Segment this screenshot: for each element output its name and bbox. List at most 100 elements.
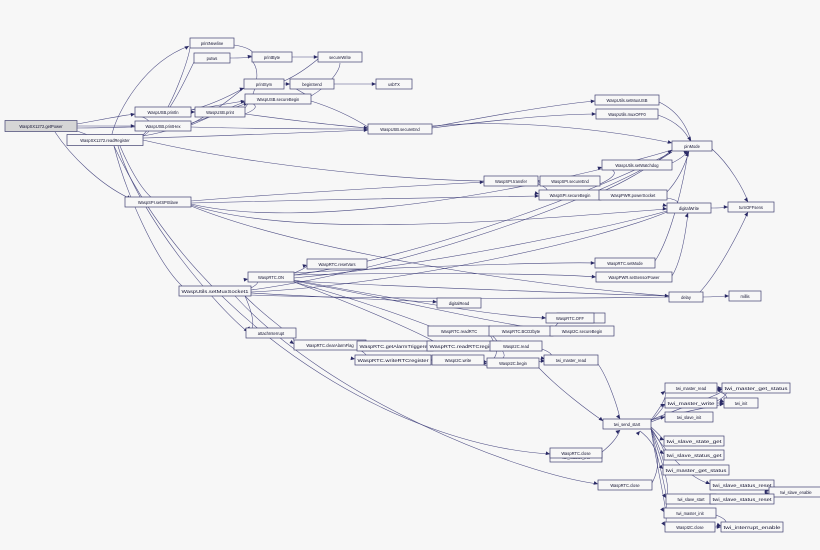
graph-node-waspsx1272-readregister[interactable]: WaspSX1272.readRegister [66, 134, 144, 146]
graph-node-wasprtc-readrtc[interactable]: WaspRTC.readRTC [427, 325, 491, 337]
node-box[interactable] [598, 189, 668, 201]
node-box[interactable] [489, 340, 543, 352]
node-box[interactable] [671, 140, 713, 152]
graph-node-twi-master-init[interactable]: twi_master_init [663, 507, 717, 519]
node-box[interactable] [545, 312, 595, 324]
graph-node-twi-master-get-status[interactable]: twi_master_get_status [662, 464, 730, 476]
node-box[interactable] [486, 357, 540, 369]
node-box[interactable] [245, 327, 297, 339]
graph-node-waspusb-println[interactable]: WaspUSB.println [134, 106, 192, 118]
node-box[interactable] [189, 37, 235, 49]
graph-node-waspsx1272-getpower[interactable]: WaspSX1272.getPower [4, 120, 78, 132]
node-box[interactable] [134, 120, 192, 132]
graph-node-twi-interrupt-enable[interactable]: twi_interrupt_enable [720, 521, 784, 533]
node-box[interactable] [306, 258, 368, 270]
node-box[interactable] [194, 106, 246, 118]
node-box[interactable] [134, 106, 192, 118]
graph-node-securewrite[interactable]: secureWrite [317, 51, 363, 63]
node-box[interactable] [543, 354, 599, 366]
graph-node-twi-master-read[interactable]: twi_master_read [543, 354, 599, 366]
graph-node-waspi2c-begin[interactable]: WaspI2C.begin [486, 357, 540, 369]
node-box[interactable] [597, 479, 653, 491]
node-box[interactable] [436, 297, 482, 309]
node-box[interactable] [354, 354, 432, 366]
graph-node-wasprtc-off[interactable]: WaspRTC.OFF [545, 312, 595, 324]
graph-node-twi-slave-status-get[interactable]: twi_slave_status_get [663, 449, 725, 461]
node-box[interactable] [663, 449, 725, 461]
graph-node-wasprtc-resetvars[interactable]: WaspRTC.resetVars [306, 258, 368, 270]
graph-node-wasputils-muxoff0[interactable]: WaspUtils.muxOFF0 [595, 108, 659, 120]
graph-node-waspusb-printhex[interactable]: WaspUSB.printHex [134, 120, 192, 132]
graph-node-usbtx[interactable]: usbTX [375, 78, 413, 90]
node-box[interactable] [251, 51, 293, 63]
node-box[interactable] [549, 325, 615, 337]
graph-node-turnoffsens[interactable]: turnOFFsens [727, 201, 775, 213]
node-box[interactable] [594, 94, 660, 106]
graph-node-twi-slave-status-reset[interactable]: twi_slave_status_reset [709, 479, 775, 491]
graph-node-waspspi-secureend[interactable]: WaspSPI.secureEnd [539, 175, 601, 187]
graph-node-putws[interactable]: putws [193, 52, 231, 64]
node-box[interactable] [728, 290, 762, 302]
graph-node-waspi2c-securebegin[interactable]: WaspI2C.secureBegin [549, 325, 615, 337]
graph-node-waspspi-transfer[interactable]: WaspSPI.transfer [483, 175, 539, 187]
graph-node-twi-slave-start[interactable]: twi_slave_start [665, 493, 717, 505]
node-box[interactable] [317, 51, 363, 63]
node-box[interactable] [666, 202, 712, 214]
graph-node-waspi2c-write[interactable]: WaspI2C.write [431, 354, 485, 366]
node-box[interactable] [721, 382, 791, 394]
graph-node-beginsend[interactable]: beginSend [289, 78, 335, 90]
graph-node-wasputils-setwatchdog[interactable]: WaspUtils.setWatchdog [601, 159, 673, 171]
graph-node-wasprtc-clearalarmflag[interactable]: WaspRTC.clearAlarmFlag [293, 339, 367, 351]
graph-node-wasprtc-close[interactable]: WaspRTC.close [597, 479, 653, 491]
graph-node-waspspi-securebegin[interactable]: WaspSPI.secureBegin [538, 189, 602, 201]
graph-node-twi-send-start[interactable]: twi_send_start [602, 418, 652, 430]
graph-node-wasprtc-bcd2byte[interactable]: WaspRTC.BCD2byte [488, 325, 554, 337]
graph-node-digitalwrite[interactable]: digitalWrite [666, 202, 712, 214]
node-box[interactable] [595, 271, 673, 283]
graph-node-twi-master-write[interactable]: twi_master_write [664, 397, 718, 409]
node-box[interactable] [247, 271, 295, 283]
graph-node-wasprtc-on[interactable]: WaspRTC.ON [247, 271, 295, 283]
graph-node-twi-master-get-status[interactable]: twi_master_get_status [721, 382, 791, 394]
node-box[interactable] [431, 354, 485, 366]
node-box[interactable] [193, 52, 231, 64]
graph-node-wasprtc-writertcregister[interactable]: WaspRTC.writeRTCregister [354, 354, 432, 366]
node-box[interactable] [427, 325, 491, 337]
graph-node-printnewline[interactable]: printNewline [189, 37, 235, 49]
node-box[interactable] [602, 418, 652, 430]
node-box[interactable] [727, 201, 775, 213]
node-box[interactable] [178, 285, 252, 297]
node-box[interactable] [538, 189, 602, 201]
node-box[interactable] [663, 507, 717, 519]
node-box[interactable] [709, 493, 775, 505]
graph-node-twi-slave-enable[interactable]: twi_slave_enable [768, 486, 820, 498]
graph-node-waspusb-secureend[interactable]: WaspUSB.secureEnd [367, 123, 433, 135]
node-box[interactable] [663, 435, 725, 447]
graph-node-twi-slave-init[interactable]: twi_slave_init [664, 411, 714, 423]
node-box[interactable] [668, 291, 704, 303]
graph-node-twi-slave-state-get[interactable]: twi_slave_state_get [663, 435, 725, 447]
node-box[interactable] [662, 464, 730, 476]
node-box[interactable] [66, 134, 144, 146]
graph-node-waspi2c-read[interactable]: WaspI2C.read [489, 340, 543, 352]
node-box[interactable] [664, 382, 718, 394]
node-box[interactable] [768, 486, 820, 498]
node-box[interactable] [243, 78, 285, 90]
node-box[interactable] [124, 196, 192, 208]
graph-node-twi-master-read[interactable]: twi_master_read [664, 382, 718, 394]
node-box[interactable] [601, 159, 673, 171]
graph-node-waspspi-setspislave[interactable]: WaspSPI.setSPISlave [124, 196, 192, 208]
node-box[interactable] [664, 521, 716, 533]
node-box[interactable] [664, 397, 718, 409]
graph-node-wasppwr-powersocket[interactable]: WaspPWR.powerSocket [598, 189, 668, 201]
graph-node-pinmode[interactable]: pinMode [671, 140, 713, 152]
graph-node-millis[interactable]: millis [728, 290, 762, 302]
graph-node-waspusb-print[interactable]: WaspUSB.print [194, 106, 246, 118]
graph-node-wasppwr-setsensorpower[interactable]: WaspPWR.setSensorPower [595, 271, 673, 283]
node-box[interactable] [549, 447, 603, 459]
graph-node-delay[interactable]: delay [668, 291, 704, 303]
graph-node-printsym[interactable]: printSym [243, 78, 285, 90]
graph-node-twi-init[interactable]: twi_init [723, 397, 759, 409]
graph-node-twi-slave-status-reset[interactable]: twi_slave_status_reset [709, 493, 775, 505]
node-box[interactable] [595, 108, 659, 120]
